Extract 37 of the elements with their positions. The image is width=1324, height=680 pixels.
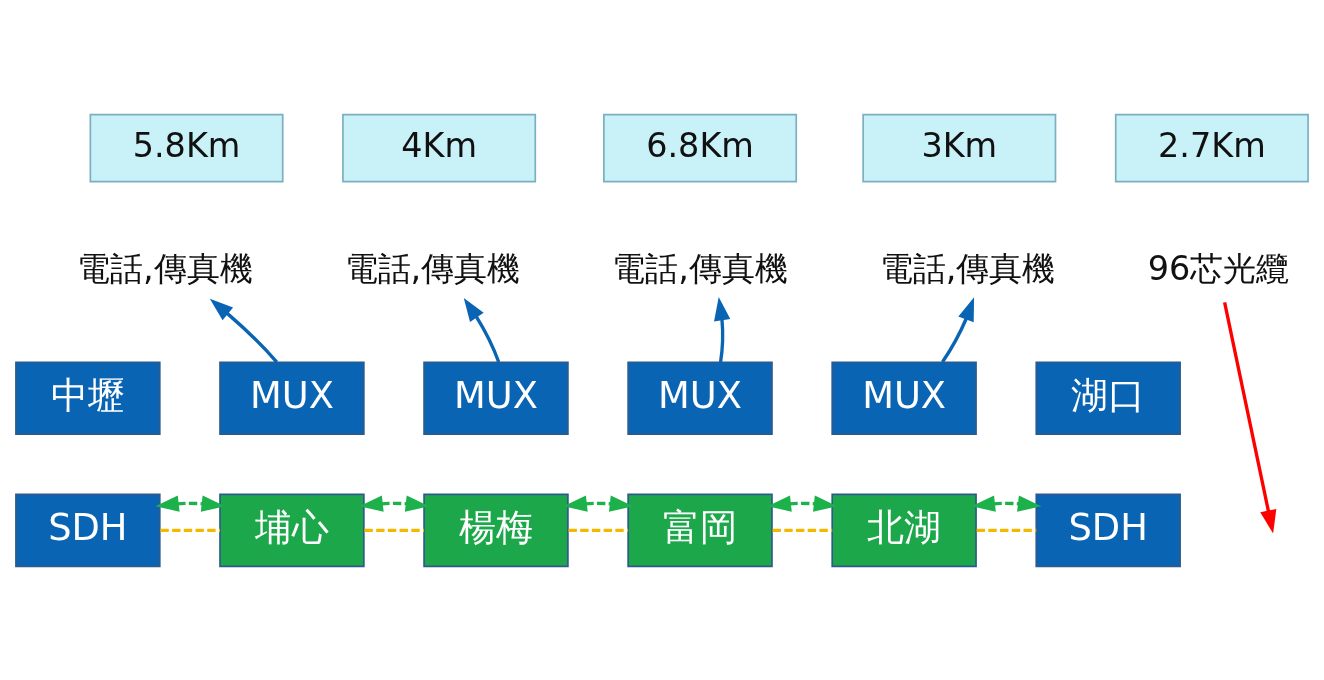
connector <box>772 528 833 532</box>
arrow <box>359 494 430 512</box>
node-text: 電話,傳真機 <box>76 248 253 288</box>
arrow <box>463 297 501 363</box>
node-box: SDH <box>15 493 161 567</box>
node-box: 2.7Km <box>1114 113 1309 182</box>
arrow <box>563 494 634 512</box>
node-box: 富岡 <box>627 493 773 567</box>
node-box: 6.8Km <box>603 113 798 182</box>
node-box: 中壢 <box>15 360 161 435</box>
arrow <box>767 494 838 512</box>
node-box: 湖口 <box>1035 360 1181 435</box>
node-box: SDH <box>1035 493 1181 567</box>
node-box: 5.8Km <box>89 113 284 182</box>
arrow <box>714 296 731 362</box>
arrow <box>155 494 226 512</box>
node-box: 北湖 <box>831 493 977 567</box>
node-text: 電話,傳真機 <box>612 248 788 288</box>
node-box: 3Km <box>862 113 1057 182</box>
node-box: 楊梅 <box>423 493 569 567</box>
node-text: 96芯光纜 <box>1147 248 1290 288</box>
node-text: 電話,傳真機 <box>344 248 521 288</box>
node-text: 電話,傳真機 <box>879 248 1056 288</box>
connector <box>160 528 220 532</box>
arrow <box>971 494 1042 512</box>
node-box: MUX <box>219 360 365 435</box>
node-box: 埔心 <box>219 493 365 567</box>
connector <box>568 528 629 532</box>
node-box: MUX <box>627 360 773 435</box>
connector <box>976 528 1037 532</box>
node-box: MUX <box>423 360 569 435</box>
node-box: MUX <box>831 360 977 435</box>
arrow <box>1223 301 1277 534</box>
connector <box>364 528 425 532</box>
arrow <box>941 296 975 363</box>
arrow <box>209 298 279 363</box>
node-box: 4Km <box>342 113 537 182</box>
